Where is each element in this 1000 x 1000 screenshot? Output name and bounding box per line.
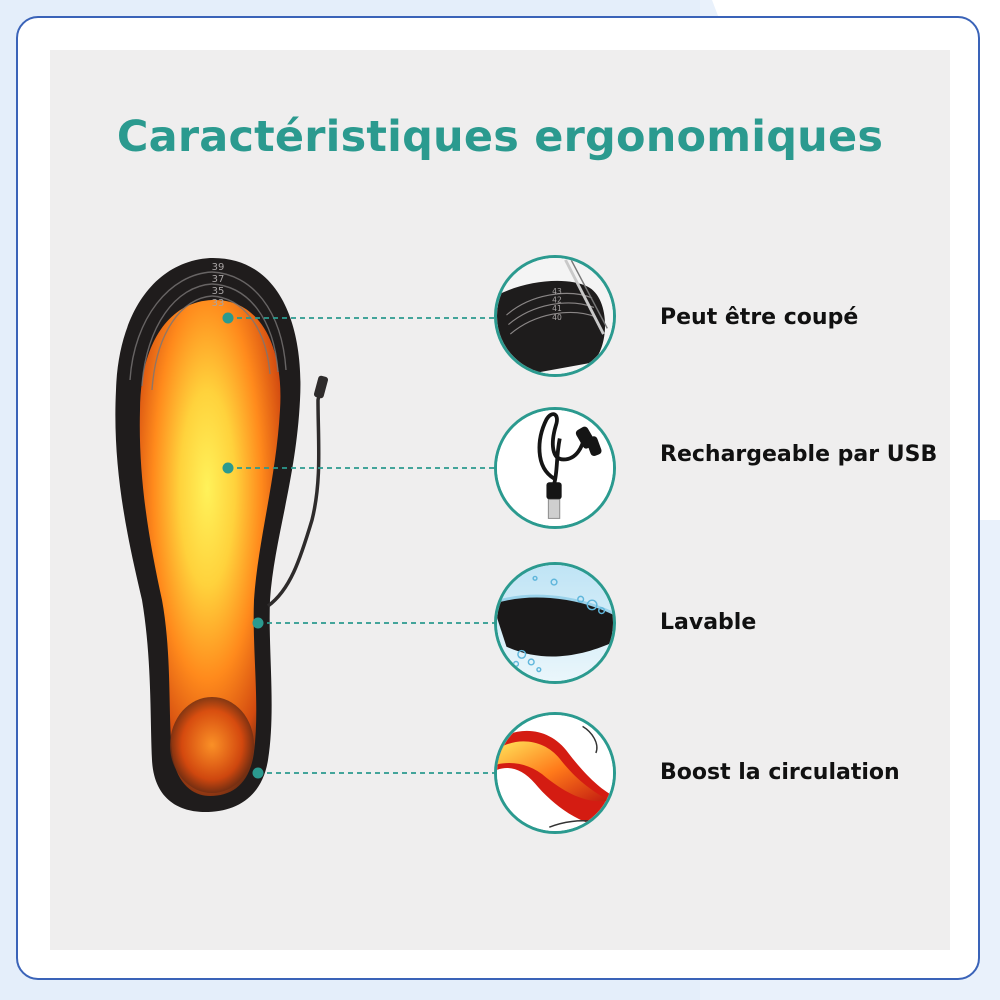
svg-text:41: 41 (552, 304, 562, 313)
usb-cable-icon (494, 407, 616, 529)
feature-label-circulation: Boost la circulation (660, 760, 900, 785)
connector-dot-4 (252, 767, 264, 779)
size-mark-2: 37 (212, 274, 225, 285)
svg-text:42: 42 (552, 296, 562, 305)
heat-circulation-icon (494, 712, 616, 834)
scissors-cut-insole-icon: 43 42 41 40 (494, 255, 616, 377)
feature-label-cuttable: Peut être coupé (660, 305, 859, 330)
page-title: Caractéristiques ergonomiques (116, 112, 884, 162)
feature-label-usb: Rechargeable par USB (660, 442, 938, 467)
size-mark-1: 39 (212, 262, 225, 273)
connector-dot-3 (252, 617, 264, 629)
feature-label-washable: Lavable (660, 610, 757, 635)
size-mark-3: 35 (212, 286, 225, 297)
insole-heat-zone (139, 299, 281, 796)
svg-text:43: 43 (552, 287, 562, 296)
svg-text:40: 40 (552, 313, 562, 322)
connector-dot-2 (222, 462, 234, 474)
size-mark-4: 33 (212, 298, 225, 309)
connector-dot-1 (222, 312, 234, 324)
insole-cable (266, 379, 324, 608)
water-wash-icon (494, 562, 616, 684)
